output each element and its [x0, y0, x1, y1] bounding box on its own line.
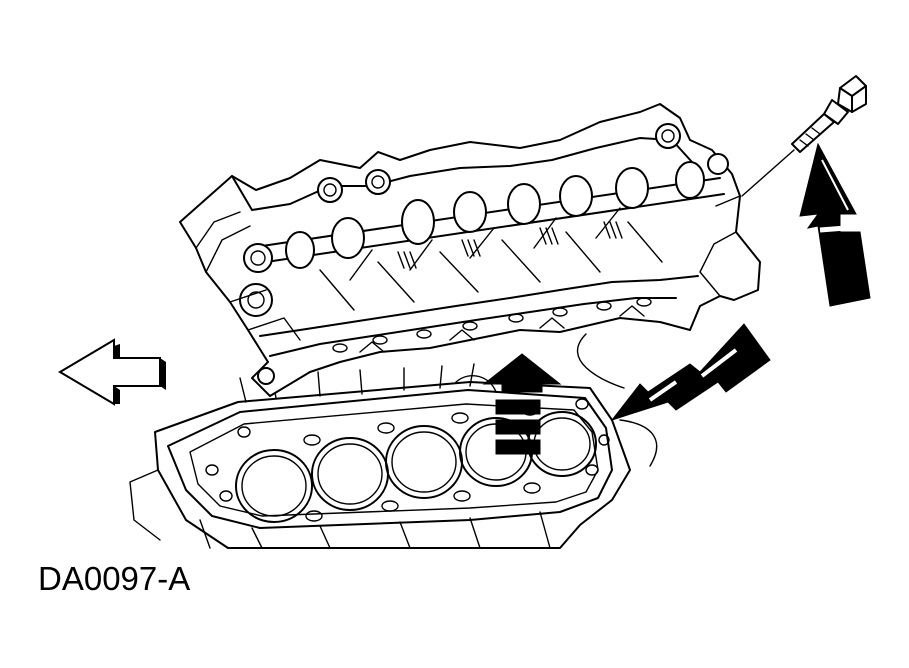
cylinder-head — [179, 103, 761, 397]
guide-curve — [619, 419, 658, 467]
valve-springs — [397, 221, 623, 269]
head-deck-holes — [332, 297, 652, 353]
head-bolt — [741, 75, 867, 197]
engine-block-with-gasket — [129, 363, 631, 549]
guide-curve — [577, 333, 625, 389]
solid-diagonal-arrow-icon — [610, 323, 771, 421]
striped-up-arrow-icon — [482, 353, 562, 455]
guide-curve — [455, 374, 497, 393]
solid-up-arrow-icon — [799, 142, 871, 307]
camshaft — [261, 161, 725, 269]
gasket-coolant-holes — [205, 398, 610, 522]
head-bolt-bosses — [239, 123, 729, 385]
hollow-left-arrow-icon — [58, 338, 166, 406]
figure-id-label: DA0097-A — [38, 560, 191, 597]
